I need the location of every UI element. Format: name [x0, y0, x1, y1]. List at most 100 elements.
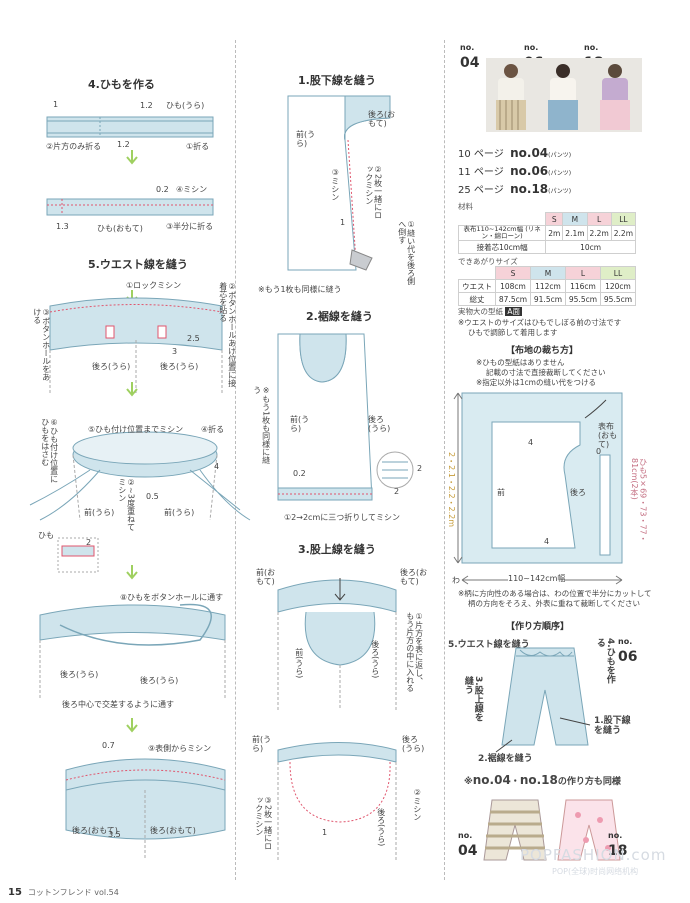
c2-s3-back-ura: 後ろ(うら): [370, 640, 380, 679]
model1-no: no.04: [460, 43, 480, 71]
c2-s3-n1: 1: [322, 828, 328, 837]
strap1-n12a: 1.2: [140, 101, 153, 110]
c2-s2-fold: ①2→2cmに三つ折りしてミシン: [284, 513, 401, 522]
waist1-n3: 3: [172, 347, 178, 356]
c2-s1-seam: ①縫い代を後ろ側へ倒す: [397, 220, 416, 285]
c2-step2-title: 2.裾線を縫う: [306, 310, 373, 323]
waist4-step9: ⑨表側からミシン: [148, 744, 212, 753]
waist2-himo: ひも: [38, 531, 54, 540]
c2-s3-lock: ③2枚一緒にロックミシン: [254, 796, 273, 851]
strap2-step4: ④ミシン: [176, 185, 208, 194]
order-s4: 4.ひもを作る: [594, 638, 615, 684]
order-s5: 5.ウエスト線を縫う: [448, 640, 530, 650]
c2-s3-back-ura2: 後ろ(うら): [402, 735, 425, 754]
waist1-n25: 2.5: [187, 334, 200, 343]
c2-s3-mishin: ②ミシン: [412, 788, 422, 821]
bottom-no-18: no.18: [608, 831, 628, 859]
c2-s1-note: ※もう1枚も同様に縫う: [258, 285, 342, 294]
order-title: 【作り方順序】: [506, 622, 570, 632]
waist1-step3: ③ボタンホールをあける: [32, 308, 51, 381]
c2-s1-n1: 1: [340, 218, 346, 227]
model-photo-04: [486, 58, 538, 132]
waist2-step5: ⑤ひも付け位置までミシン: [88, 425, 184, 434]
waist3-center: 後ろ中心で交差するように通す: [62, 700, 174, 709]
cutting-back: 後ろ: [570, 488, 586, 497]
c2-s2-n02: 0.2: [293, 469, 306, 478]
waist2-front-ura: 前(うら): [84, 508, 115, 517]
order-same-note: ※no.04・no.18の作り方も同様: [464, 773, 621, 787]
cutting-face: 表布(おもて): [598, 422, 618, 450]
c2-s1-lock: ②2枚一緒にロックミシン: [364, 165, 383, 220]
c2-s2-back-ura: 後ろ(うら): [368, 415, 391, 434]
step4-title: 4.ひもを作る: [88, 78, 155, 91]
strap2-step3: ③半分に折る: [166, 222, 214, 231]
page-number: 15: [8, 887, 22, 898]
waist2-overlap: ②~3度重ねてミシン: [117, 478, 136, 531]
cutting-n0: 0: [596, 447, 602, 456]
waist4-n07: 0.7: [102, 741, 115, 750]
c2-s2-n2a: 2: [417, 464, 423, 473]
bottom-no-04: no.04: [458, 831, 478, 859]
c2-s2-front-ura: 前(うら): [290, 415, 310, 434]
waist1-step2: ②ボタンホールあけ位置に接着芯を貼る: [218, 282, 237, 387]
cutting-title: 【布地の裁ち方】: [506, 346, 579, 356]
strap1-n1: 1: [53, 100, 59, 109]
waist4-back-omote2: 後ろ(おもて): [150, 826, 196, 835]
cutting-n4a: 4: [528, 438, 534, 447]
cutting-n4b: 4: [544, 537, 550, 546]
waist2-step6: ⑥ひも付け位置にひもをはさむ: [40, 418, 59, 483]
waist4-n35: 3.5: [108, 830, 121, 839]
c2-s2-n2b: 2: [394, 487, 400, 496]
order-s3: 3.股上線を縫う: [462, 676, 483, 722]
page-ref-04: 10 ページ no.04(パンツ): [458, 146, 572, 160]
c2-step1-title: 1.股下線を縫う: [298, 74, 376, 87]
finished-label: できあがりサイズ: [458, 257, 518, 266]
order-no-mark: no.06: [618, 637, 638, 665]
c2-s1-front-ura: 前(うら): [296, 130, 316, 149]
waist1-back-ura-l: 後ろ(うら): [92, 362, 131, 371]
waist3-step8: ⑧ひもをボタンホールに通す: [120, 593, 224, 602]
column-divider-right: [444, 40, 445, 880]
strap1-n12b: 1.2: [117, 140, 130, 149]
strap1-himo-ura: ひも(うら): [166, 101, 205, 110]
materials-label: 材料: [458, 202, 473, 211]
waist3-back-ura2: 後ろ(うら): [140, 676, 179, 685]
page-ref-06: 11 ページ no.06(パンツ): [458, 164, 572, 178]
waist2-n05: 0.5: [146, 492, 159, 501]
waist2-n2: 2: [86, 538, 92, 547]
strap2-n13: 1.3: [56, 222, 69, 231]
model-photo-18: [590, 58, 642, 132]
volume-label: vol.54: [94, 888, 119, 897]
strap2-himo-omote: ひも(おもて): [97, 224, 143, 233]
cutting-width: 110~142cm幅: [508, 574, 566, 584]
strap2-n02: 0.2: [156, 185, 169, 194]
c2-s1-back-omote: 後ろ(おもて): [368, 110, 396, 129]
waist2-front-ura2: 前(うら): [164, 508, 195, 517]
c2-s3-front-ura2: 前(うら): [252, 735, 272, 754]
c2-s1-mishin: ③ミシン: [330, 168, 340, 201]
c2-s3-front-omote: 前(おもて): [256, 568, 276, 587]
order-s2: 2.裾線を縫う: [478, 754, 533, 764]
cutting-wa: わ: [452, 576, 460, 585]
pattern-side-badge: A面: [505, 307, 523, 316]
column-divider-left: [235, 40, 236, 880]
waist4-back-omote: 後ろ(おもて): [72, 826, 118, 835]
waist1-back-ura-r: 後ろ(うら): [160, 362, 199, 371]
page-ref-18: 25 ページ no.18(パンツ): [458, 182, 572, 196]
c2-s3-step1: ①片方を表に返し、もう片方の中に入れる: [405, 612, 424, 692]
waist2-n4: 4: [214, 462, 220, 471]
strap1-step1: ①折る: [186, 142, 210, 151]
pattern-label: 実物大の型紙 A面: [458, 307, 523, 316]
waist1-lockmishin: ①ロックミシン: [126, 281, 182, 290]
watermark-sub: POP(全球)时尚网络机构: [552, 867, 639, 876]
